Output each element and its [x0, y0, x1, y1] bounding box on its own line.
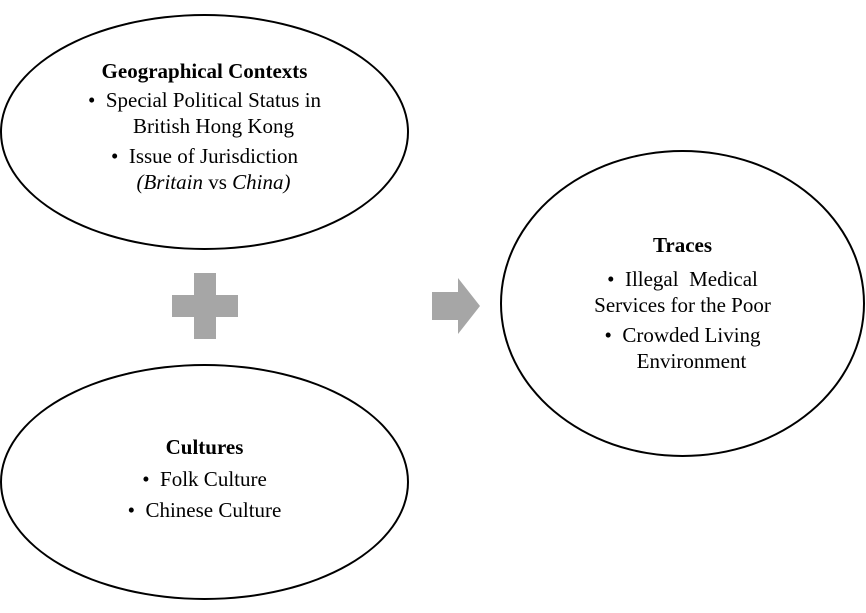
bullet-icon: •	[127, 498, 135, 522]
traces-item-medical-line1: Illegal Medical	[624, 267, 758, 291]
geographical-contexts-ellipse	[0, 14, 409, 250]
geographical-contexts-title: Geographical Contexts	[101, 59, 308, 83]
bullet-icon: •	[87, 88, 96, 112]
culture-item-folk: • Folk Culture	[0, 466, 409, 492]
bullet-icon: •	[604, 323, 612, 347]
geo-item-political-status: • Special Political Status in	[0, 87, 409, 113]
arrow-right-icon	[432, 278, 480, 334]
jurisdiction-britain: Britain	[143, 170, 203, 194]
paren-close: )	[283, 170, 291, 194]
bullet-icon: •	[607, 267, 615, 291]
traces-ellipse	[500, 150, 865, 457]
cultures-title: Cultures	[165, 435, 244, 459]
geographical-contexts-content: Geographical Contexts • Special Politica…	[0, 58, 409, 195]
traces-content: Traces • Illegal Medical Services for th…	[500, 232, 865, 374]
traces-item-living-line2: Environment	[636, 349, 747, 373]
cultures-content: Cultures • Folk Culture • Chinese Cultur…	[0, 434, 409, 523]
cultures-ellipse	[0, 364, 409, 600]
paren-open: (	[136, 170, 144, 194]
traces-item-living-line1: Crowded Living	[622, 323, 761, 347]
geo-item-jurisdiction: • Issue of Jurisdiction	[0, 143, 409, 169]
bullet-icon: •	[142, 467, 150, 491]
jurisdiction-vs: vs	[202, 170, 233, 194]
geo-item-jurisdiction-line1: Issue of Jurisdiction	[128, 144, 298, 168]
traces-item-medical: • Illegal Medical	[500, 266, 865, 292]
bullet-icon: •	[110, 144, 119, 168]
culture-item-chinese-label: Chinese Culture	[145, 498, 282, 522]
traces-item-medical-line2: Services for the Poor	[594, 293, 771, 317]
plus-icon	[172, 273, 238, 339]
traces-item-living: • Crowded Living	[500, 322, 865, 348]
culture-item-folk-label: Folk Culture	[160, 467, 267, 491]
culture-item-chinese: • Chinese Culture	[0, 497, 409, 523]
traces-title: Traces	[652, 233, 713, 257]
geo-item-political-status-line2: British Hong Kong	[132, 114, 294, 138]
geo-item-political-status-line1: Special Political Status in	[105, 88, 322, 112]
jurisdiction-china: China	[232, 170, 284, 194]
